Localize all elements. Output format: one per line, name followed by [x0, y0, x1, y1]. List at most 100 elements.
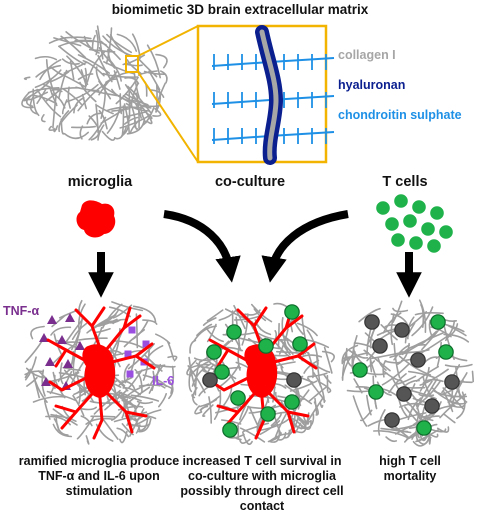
matrix-fibre [41, 369, 46, 397]
tnf-alpha-marker [41, 377, 51, 386]
matrix-fibre [69, 60, 75, 80]
matrix-fibre [122, 54, 146, 66]
matrix-fibre [121, 392, 132, 421]
matrix-fibre [96, 104, 114, 115]
t-cell-dead [396, 386, 412, 402]
matrix-fibre [77, 303, 86, 331]
t-cell-dead [444, 374, 460, 390]
matrix-fibre [457, 372, 468, 387]
matrix-fibre [80, 415, 93, 427]
matrix-fibre [313, 401, 319, 416]
matrix-fibre [77, 73, 94, 81]
matrix-fibre [85, 435, 90, 445]
t-cell [412, 200, 426, 214]
legend-chondroitin-sulphate: chondroitin sulphate [338, 108, 462, 122]
matrix-fibre [283, 429, 291, 439]
matrix-fibre [146, 44, 161, 79]
matrix-fibre [105, 106, 143, 112]
matrix-fibre [411, 306, 434, 337]
il6-marker [124, 350, 132, 358]
matrix-fibre [188, 370, 193, 393]
matrix-fibre [98, 71, 118, 96]
microglia-process [90, 306, 106, 328]
matrix-fibre [205, 327, 224, 343]
matrix-fibre [352, 395, 368, 427]
matrix-fibre [296, 388, 301, 410]
matrix-fibre [471, 370, 474, 383]
microglia-process [92, 396, 104, 440]
matrix-fibre [242, 431, 253, 445]
matrix-fibre [127, 343, 155, 370]
matrix-fibre [101, 130, 116, 141]
matrix-fibre [95, 29, 99, 56]
matrix-fibre [111, 398, 128, 421]
microglia-process [54, 404, 78, 414]
matrix-fibre [388, 373, 407, 394]
matrix-fibre [445, 320, 456, 342]
matrix-fibre [103, 61, 135, 75]
tnf-alpha-marker [65, 313, 75, 322]
matrix-fibre [193, 325, 217, 342]
matrix-fibre [346, 389, 370, 393]
matrix-fibre [433, 390, 468, 398]
matrix-fibre [385, 436, 398, 443]
matrix-fibre [76, 381, 95, 403]
matrix-fibre [202, 317, 217, 326]
t-cells-cluster [376, 194, 453, 253]
header-coculture: co-culture [214, 174, 286, 190]
matrix-fibre [85, 417, 115, 425]
t-cell-live [260, 406, 276, 422]
matrix-fibre [91, 34, 96, 51]
t-cell-live [214, 364, 230, 380]
matrix-fibre [25, 95, 34, 107]
matrix-fibre [124, 93, 149, 107]
matrix-fibre [218, 365, 240, 388]
matrix-fibre [186, 359, 197, 376]
matrix-fibre [111, 388, 139, 408]
chondroitin-chain [269, 131, 335, 137]
matrix-fibre [100, 40, 121, 61]
matrix-fibre [393, 342, 401, 378]
matrix-fibre [126, 59, 142, 75]
matrix-fibre [123, 103, 130, 134]
tnf-alpha-marker [45, 357, 55, 366]
matrix-fibre [399, 402, 424, 408]
matrix-fibre [121, 116, 130, 137]
matrix-fibre [170, 365, 175, 394]
matrix-fibre [291, 407, 307, 427]
matrix-fibre [72, 330, 81, 364]
matrix-fibre [409, 389, 437, 400]
header-t-cells: T cells [382, 174, 428, 190]
matrix-fibre [160, 70, 168, 84]
matrix-fibre [52, 423, 73, 438]
matrix-fibre [418, 393, 435, 397]
matrix-fibre [111, 301, 144, 312]
matrix-fibre [443, 413, 456, 424]
matrix-fibre [253, 308, 267, 322]
matrix-fibre [408, 370, 436, 379]
matrix-fibre [233, 304, 246, 330]
matrix-fibre [443, 333, 470, 343]
matrix-fibre [241, 313, 249, 346]
matrix-fibre [270, 413, 282, 427]
t-cell-dead [286, 372, 302, 388]
microglia-process [296, 354, 318, 370]
t-cell-live [222, 422, 238, 438]
matrix-fibre [62, 88, 83, 106]
microglia-process [134, 354, 156, 370]
matrix-fibre [82, 59, 105, 77]
matrix-fibre [58, 110, 70, 133]
t-cell [403, 214, 417, 228]
matrix-fibre [26, 376, 38, 387]
microglia-process [48, 376, 88, 392]
matrix-fibre [392, 307, 409, 313]
chondroitin-chain [211, 135, 271, 141]
matrix-fibre [59, 362, 64, 385]
matrix-fibre [65, 83, 99, 103]
matrix-fibre [390, 313, 395, 346]
matrix-fibre [369, 359, 377, 378]
matrix-fibre [116, 427, 130, 438]
matrix-fibre [24, 370, 44, 376]
coculture-t-cells [202, 304, 308, 438]
